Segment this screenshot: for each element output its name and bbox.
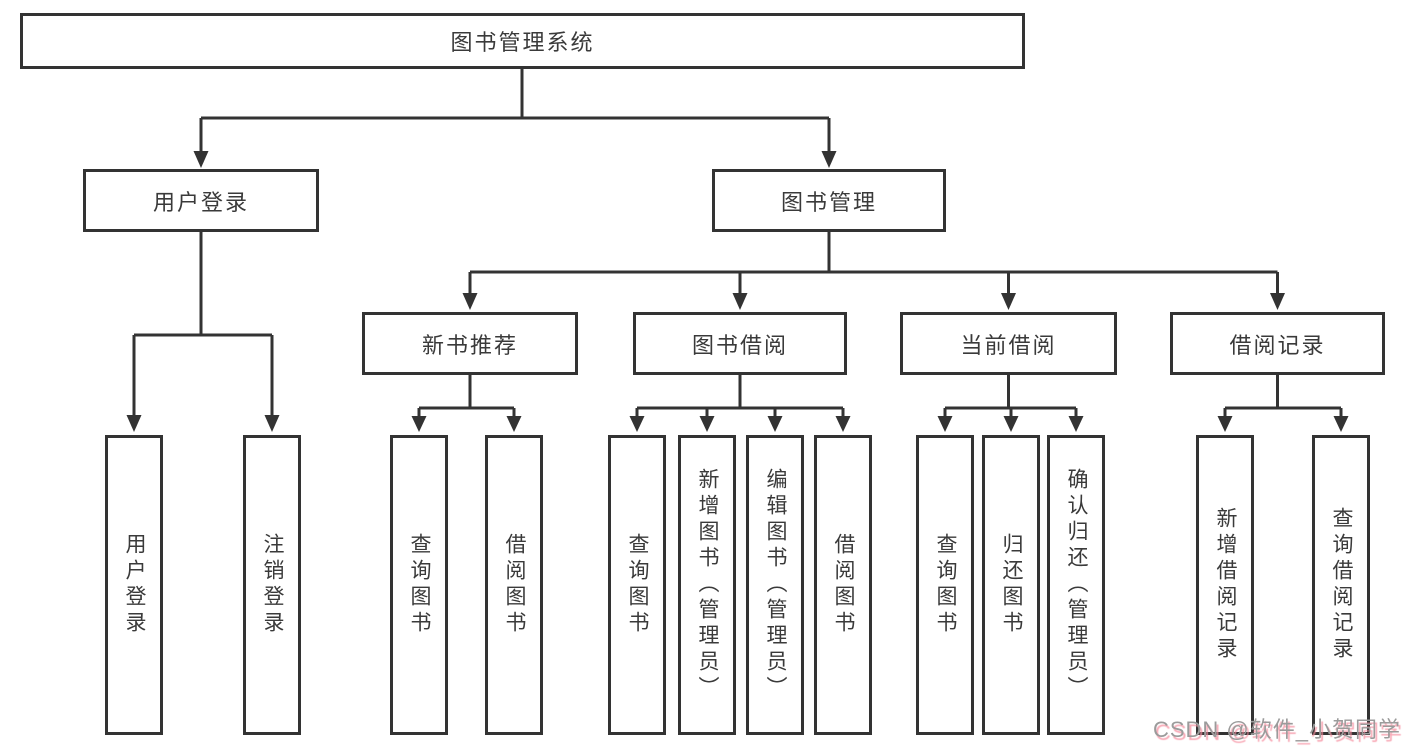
leaf-cb-confirm-return-admin: 确认归还（管理员） — [1047, 435, 1105, 735]
arrow-down-icon — [629, 416, 645, 432]
arrow-down-icon — [1003, 416, 1019, 432]
arrow-down-icon — [411, 416, 427, 432]
leaf-cb-query-books: 查询图书 — [916, 435, 974, 735]
arrow-down-icon — [462, 293, 478, 310]
leaf-br-add-record: 新增借阅记录 — [1196, 435, 1254, 735]
leaf-br-query-record: 查询借阅记录 — [1312, 435, 1370, 735]
leaf-cb-return-books: 归还图书 — [982, 435, 1040, 735]
arrow-down-icon — [1333, 416, 1349, 432]
arrow-down-icon — [1270, 293, 1285, 310]
node-borrowing-records: 借阅记录 — [1170, 312, 1385, 375]
node-user-login: 用户登录 — [83, 169, 319, 232]
arrow-down-icon — [126, 415, 142, 432]
leaf-bb-edit-books-admin: 编辑图书（管理员） — [746, 435, 804, 735]
node-book-management: 图书管理 — [712, 169, 946, 232]
connector-user-login — [126, 232, 280, 432]
arrow-down-icon — [1068, 416, 1084, 432]
arrow-down-icon — [732, 293, 748, 310]
arrow-down-icon — [1217, 416, 1233, 432]
arrow-down-icon — [699, 416, 715, 432]
leaf-nb-query-books: 查询图书 — [390, 435, 448, 735]
leaf-bb-borrow-books: 借阅图书 — [814, 435, 872, 735]
connector-root — [193, 69, 837, 168]
arrow-down-icon — [264, 415, 280, 432]
leaf-logout: 注销登录 — [243, 435, 301, 735]
node-book-borrowing: 图书借阅 — [633, 312, 847, 375]
arrow-down-icon — [937, 416, 953, 432]
connector-book-management — [462, 232, 1285, 310]
connector-book-borrowing — [629, 375, 851, 432]
arrow-down-icon — [1001, 293, 1016, 310]
leaf-user-login: 用户登录 — [105, 435, 163, 735]
leaf-bb-add-books-admin: 新增图书（管理员） — [678, 435, 736, 735]
node-library-system: 图书管理系统 — [20, 13, 1025, 69]
arrow-down-icon — [821, 151, 837, 168]
leaf-bb-query-books: 查询图书 — [608, 435, 666, 735]
arrow-down-icon — [193, 151, 209, 168]
node-new-book-recommend: 新书推荐 — [362, 312, 578, 375]
arrow-down-icon — [767, 416, 783, 432]
watermark: CSDN @软件_小贺同学 — [1152, 717, 1401, 742]
connector-borrowing-records — [1217, 375, 1349, 432]
arrow-down-icon — [506, 416, 522, 432]
node-current-borrowing: 当前借阅 — [900, 312, 1117, 375]
leaf-nb-borrow-books: 借阅图书 — [485, 435, 543, 735]
arrow-down-icon — [835, 416, 851, 432]
connector-current-borrowing — [937, 375, 1084, 432]
connector-new-book-recommend — [411, 375, 522, 432]
